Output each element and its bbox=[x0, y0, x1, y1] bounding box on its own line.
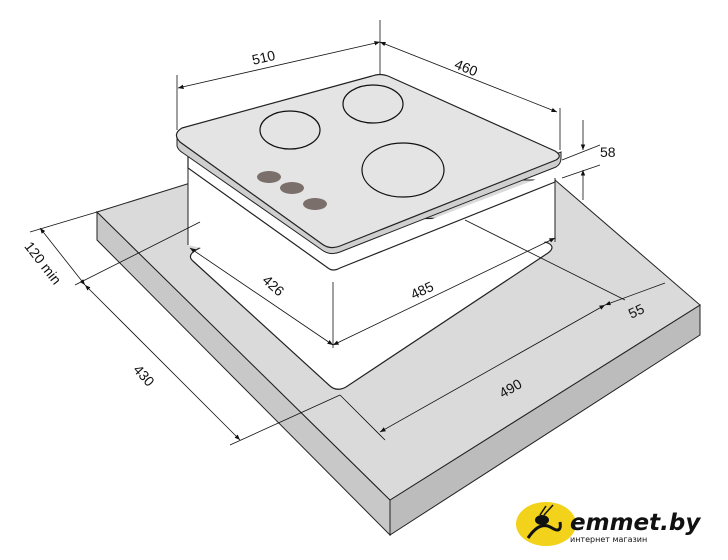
knob-icon bbox=[303, 198, 327, 210]
dim-front-margin: 120 min bbox=[21, 238, 64, 287]
dimension-lines bbox=[29, 20, 666, 446]
logo-name: emmet.by bbox=[570, 510, 701, 536]
knob-icon bbox=[257, 171, 281, 183]
burner-icon bbox=[361, 142, 445, 198]
emmet-logo[interactable]: emmet.by интернет магазин bbox=[516, 502, 701, 546]
burner-icon bbox=[259, 110, 321, 150]
dim-hob-width: 510 bbox=[250, 47, 277, 68]
logo-tagline: интернет магазин bbox=[570, 535, 647, 544]
dim-hob-depth: 460 bbox=[452, 56, 480, 80]
knob-icon bbox=[280, 182, 304, 194]
dim-hob-height: 58 bbox=[600, 144, 616, 160]
dim-countertop-depth: 430 bbox=[130, 361, 158, 389]
hob bbox=[175, 73, 562, 278]
dim-rear-margin: 55 bbox=[626, 300, 647, 321]
ant-icon bbox=[526, 521, 562, 539]
